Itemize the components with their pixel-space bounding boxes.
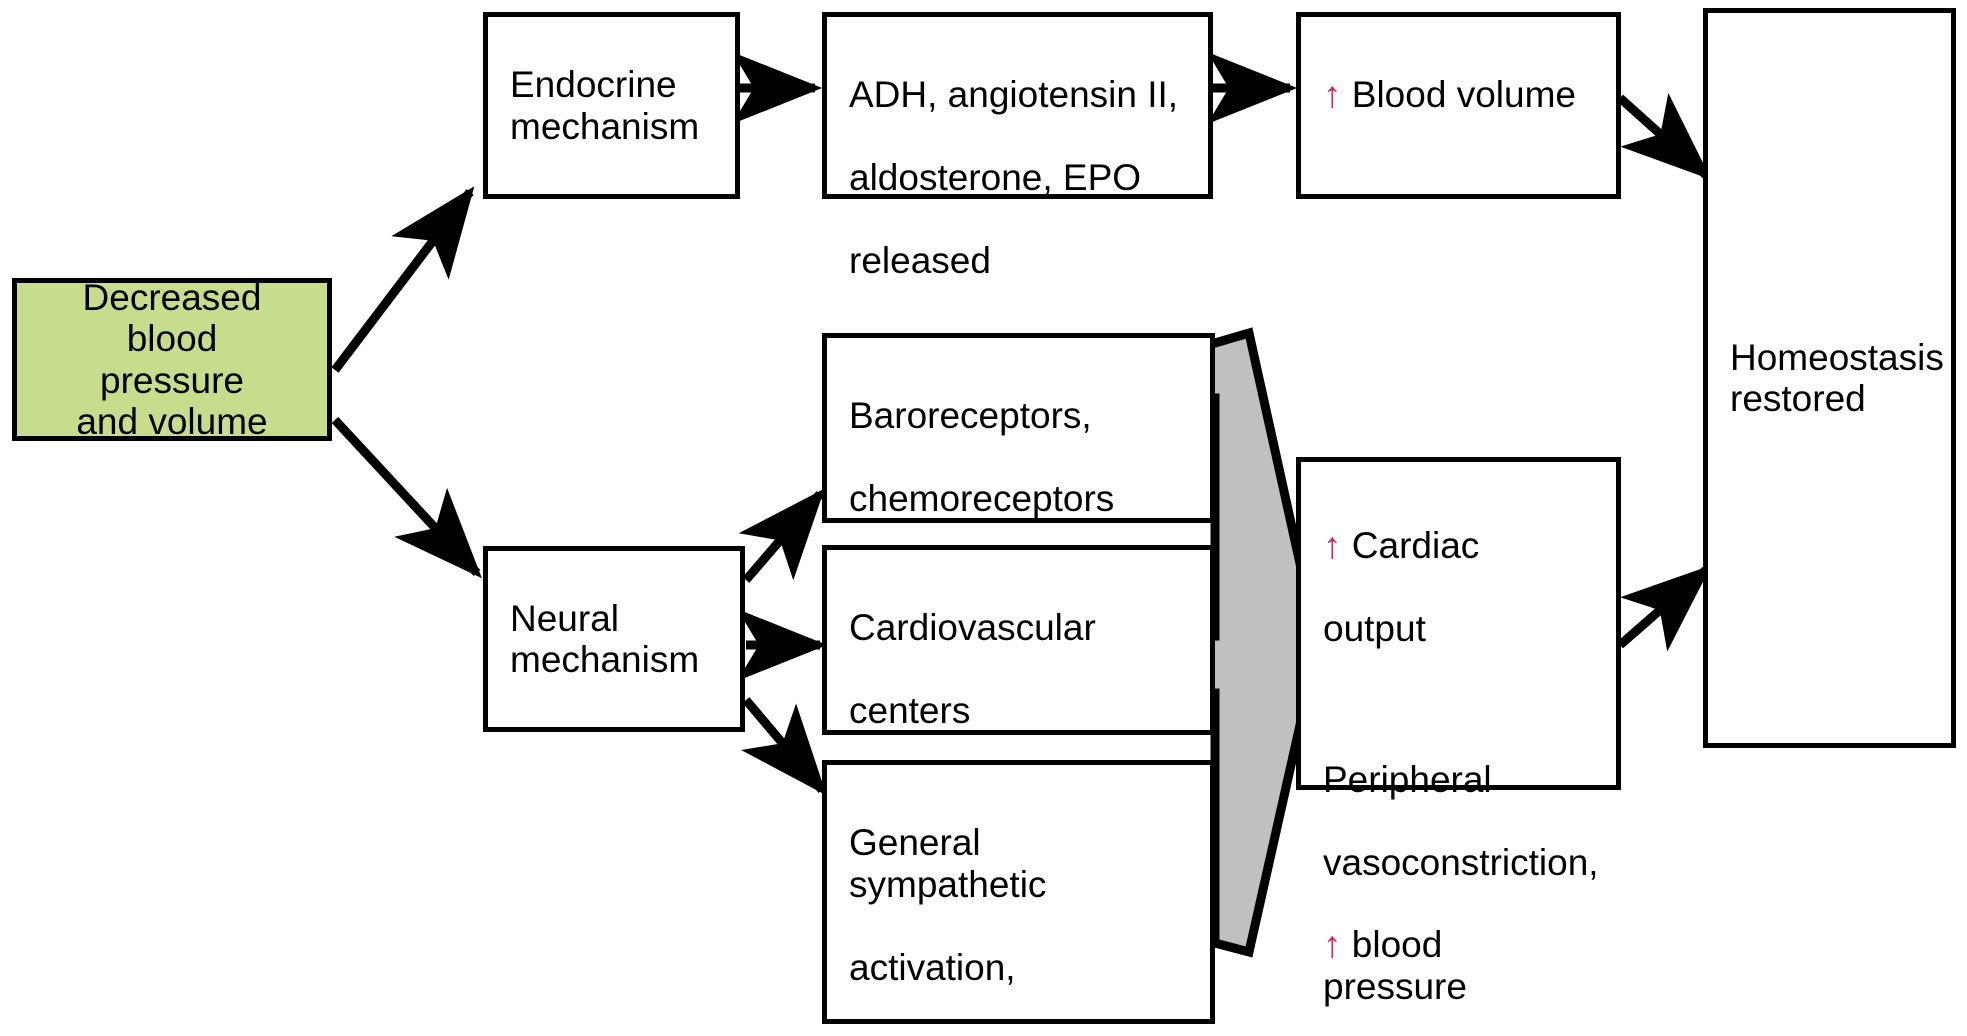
node-decreased-blood-pressure-and-volume[interactable]: Decreased blood pressure and volume bbox=[12, 276, 332, 442]
blood-volume-row: ↑ Blood volume bbox=[1323, 74, 1594, 115]
cardiac-row-5: vasoconstriction, bbox=[1323, 841, 1599, 883]
endocrine-line-2: mechanism bbox=[510, 105, 700, 147]
node-endocrine-mechanism[interactable]: Endocrine mechanism bbox=[483, 12, 740, 199]
blood-volume-label: Blood volume bbox=[1351, 74, 1576, 116]
hormones-line-1: ADH, angiotensin II, bbox=[849, 74, 1179, 116]
baro-line-1: Baroreceptors, bbox=[849, 395, 1092, 437]
increase-arrow-icon: ↑ bbox=[1323, 924, 1342, 966]
cardiac-row-1: ↑ Cardiac bbox=[1323, 525, 1594, 566]
increase-arrow-icon: ↑ bbox=[1323, 525, 1342, 567]
connector-neural-to-sympathetic bbox=[741, 697, 827, 796]
symp-line-1: General sympathetic bbox=[849, 822, 1047, 905]
node-cardiovascular-centers-stimulated[interactable]: Cardiovascular centers stimulated bbox=[822, 545, 1215, 814]
symp-line-3: release bbox=[849, 1030, 1188, 1036]
node-general-sympathetic-activation[interactable]: General sympathetic activation, release … bbox=[822, 760, 1215, 1036]
cvcenters-line-2: centers bbox=[849, 690, 971, 732]
cardiac-row-4: Peripheral bbox=[1323, 758, 1492, 800]
homeostasis-line-2: restored bbox=[1730, 378, 1866, 419]
cardiac-row-spacer bbox=[1323, 691, 1594, 717]
increase-arrow-icon: ↑ bbox=[1323, 74, 1342, 116]
neural-line-1: Neural bbox=[510, 597, 619, 639]
trigger-line-1: Decreased bbox=[82, 276, 262, 318]
hormones-line-3: released bbox=[849, 240, 991, 282]
neural-line-2: mechanism bbox=[510, 639, 700, 680]
node-hormones-released[interactable]: ADH, angiotensin II, aldosterone, EPO re… bbox=[822, 12, 1213, 281]
connector-cardiac-to-homeostasis bbox=[1617, 565, 1712, 652]
node-neural-mechanism[interactable]: Neural mechanism bbox=[483, 546, 745, 732]
symp-line-2: activation, bbox=[849, 946, 1016, 988]
connector-trigger-to-endocrine bbox=[331, 186, 475, 373]
connector-trigger-to-neural bbox=[331, 416, 482, 579]
endocrine-line-1: Endocrine bbox=[510, 64, 677, 106]
homeostasis-line-1: Homeostasis bbox=[1730, 336, 1944, 378]
connector-bloodvolume-to-homeostasis bbox=[1616, 92, 1712, 180]
trigger-line-3: pressure bbox=[100, 359, 244, 401]
cvcenters-line-1: Cardiovascular bbox=[849, 607, 1096, 649]
cardiac-row-2: output bbox=[1323, 608, 1426, 650]
node-cardiac-output-and-vasoconstriction[interactable]: ↑ Cardiac output Peripheral vasoconstric… bbox=[1296, 457, 1621, 1007]
cardiac-row-6: ↑ blood pressure bbox=[1323, 924, 1594, 1007]
trigger-line-4: and volume bbox=[76, 400, 268, 442]
node-increased-blood-volume[interactable]: ↑ Blood volume bbox=[1296, 12, 1621, 199]
baro-line-2: chemoreceptors bbox=[849, 478, 1115, 520]
node-homeostasis-restored[interactable]: Homeostasis restored bbox=[1703, 8, 1956, 748]
connector-neural-to-baroreceptors bbox=[738, 488, 825, 583]
hormones-line-2: aldosterone, EPO bbox=[849, 157, 1142, 199]
node-baroreceptors-chemoreceptors-stimulated[interactable]: Baroreceptors, chemoreceptors stimulated bbox=[822, 333, 1215, 602]
cardiac-row-6-text: blood pressure bbox=[1323, 924, 1467, 1007]
cardiac-row-1-text: Cardiac bbox=[1351, 525, 1480, 567]
trigger-line-2: blood bbox=[126, 318, 218, 360]
